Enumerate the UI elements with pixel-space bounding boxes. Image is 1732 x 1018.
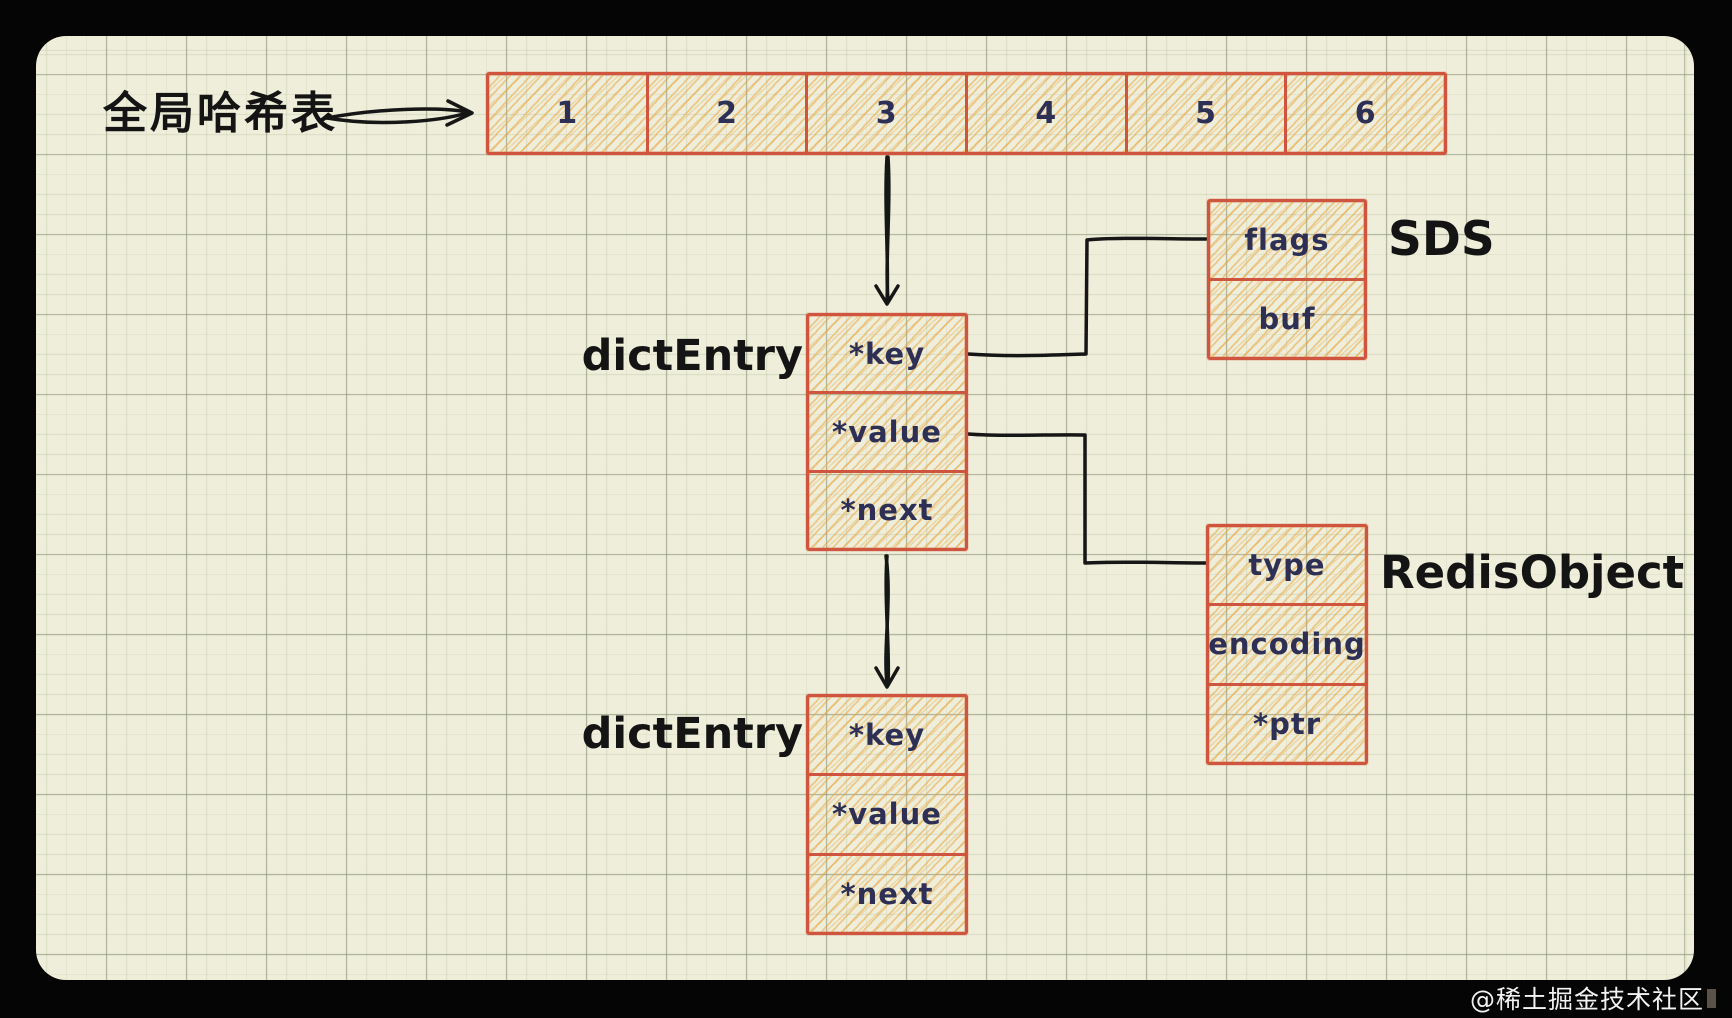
- watermark-cursor-square: [1707, 988, 1716, 1008]
- dictentry2-key-cell: *key: [809, 697, 965, 774]
- dictentry2-value-cell: *value: [809, 773, 965, 853]
- dictentry2-next-cell: *next: [809, 852, 965, 932]
- redisobject-type-cell: type: [1209, 527, 1365, 604]
- bucket-cell-6: 6: [1284, 75, 1445, 152]
- dictentry1-label: dictEntry: [581, 331, 803, 381]
- dictentry1-key-cell: *key: [809, 316, 965, 392]
- dictentry1-box: *key *value *next: [806, 313, 968, 551]
- hash-bucket-array: 1 2 3 4 5 6: [486, 72, 1447, 155]
- hash-table-label: 全局哈希表: [103, 88, 338, 139]
- redisobject-encoding-cell: encoding: [1208, 603, 1365, 683]
- dictentry2-box: *key *value *next: [806, 694, 968, 935]
- sds-flags-cell: flags: [1210, 202, 1364, 278]
- bucket-cell-2: 2: [645, 75, 806, 152]
- redisobject-label: RedisObject: [1380, 546, 1685, 599]
- sds-label: SDS: [1388, 212, 1495, 267]
- watermark-text: @稀土掘金技术社区: [1469, 985, 1704, 1014]
- bucket-cell-3: 3: [805, 75, 966, 152]
- bucket-cell-4: 4: [965, 75, 1125, 152]
- dictentry1-next-cell: *next: [809, 469, 965, 548]
- dictentry2-label: dictEntry: [581, 709, 803, 759]
- sds-box: flags buf: [1207, 199, 1367, 360]
- redisobject-box: type encoding *ptr: [1206, 524, 1368, 765]
- watermark: @稀土掘金技术社区: [1469, 983, 1716, 1014]
- bucket-cell-5: 5: [1124, 75, 1285, 152]
- bucket-cell-1: 1: [489, 75, 646, 152]
- dictentry1-value-cell: *value: [809, 391, 965, 470]
- redisobject-ptr-cell: *ptr: [1209, 682, 1365, 762]
- sds-buf-cell: buf: [1210, 278, 1364, 357]
